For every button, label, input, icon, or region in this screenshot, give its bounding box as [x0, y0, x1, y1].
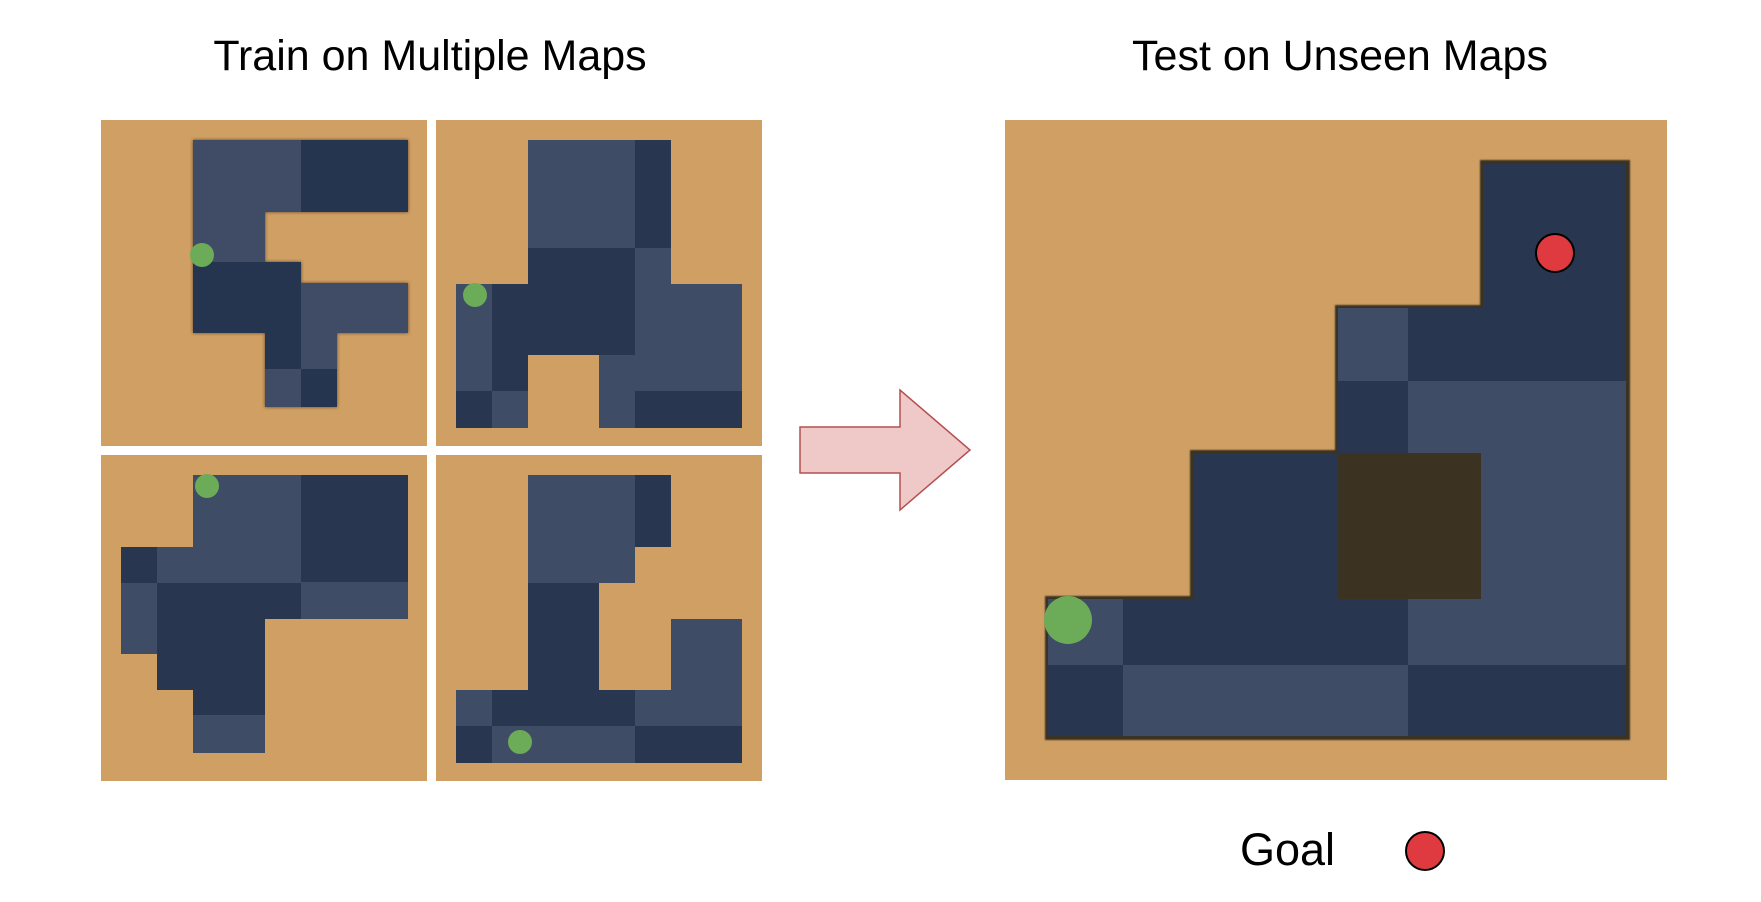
- train-map-1: [101, 120, 427, 446]
- goal-legend-label: Goal: [1240, 824, 1336, 875]
- train-map-4: [436, 455, 762, 781]
- goal-marker: [1535, 233, 1575, 273]
- train-maps-heading: Train on Multiple Maps: [213, 32, 647, 80]
- agent-marker: [508, 730, 532, 754]
- test-maps-heading: Test on Unseen Maps: [1132, 32, 1548, 80]
- maze-floor: [193, 140, 408, 407]
- agent-marker: [1044, 596, 1092, 644]
- agent-marker: [463, 283, 487, 307]
- agent-marker: [195, 474, 219, 498]
- train-map-2: [436, 120, 762, 446]
- train-map-3: [101, 455, 427, 781]
- goal-legend-marker: [1405, 831, 1445, 871]
- test-map: [1005, 120, 1667, 780]
- train-to-test-arrow: [799, 388, 972, 512]
- maze-floor: [456, 140, 742, 428]
- agent-marker: [190, 243, 214, 267]
